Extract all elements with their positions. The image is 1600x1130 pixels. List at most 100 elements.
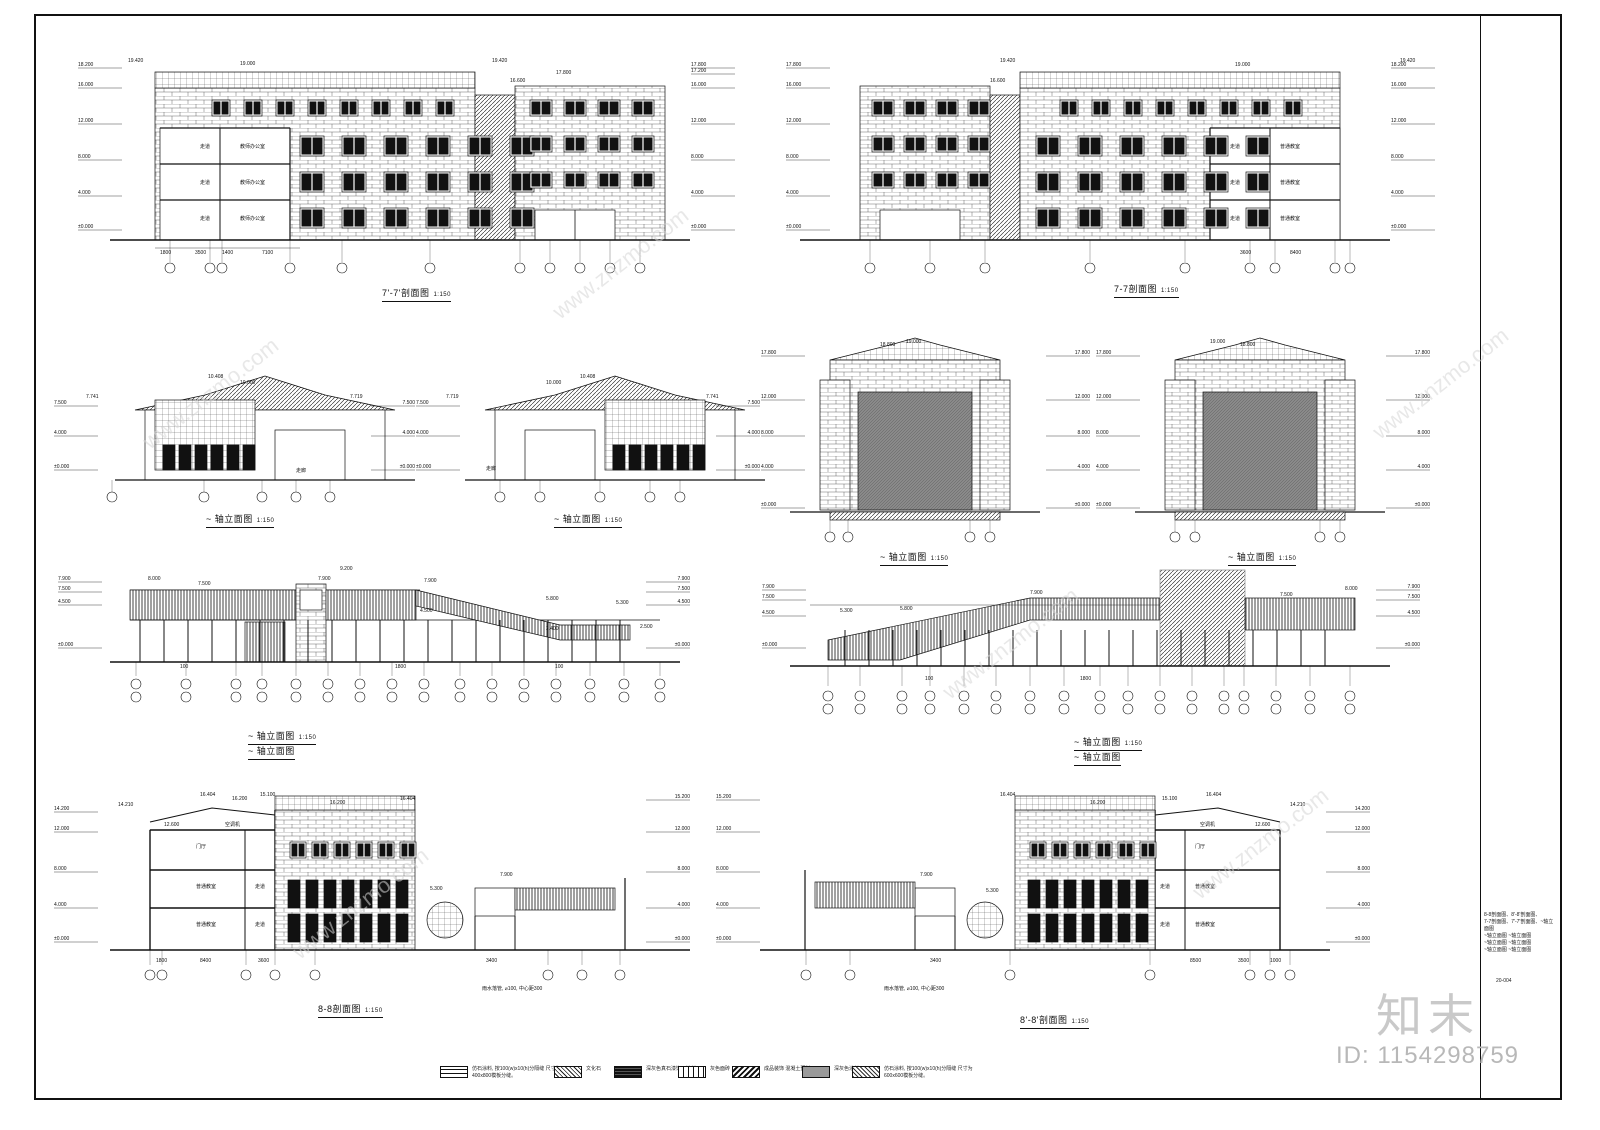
axis-bubble: [1264, 969, 1276, 981]
axis-bubble: [144, 969, 156, 981]
window-mullion: [521, 209, 523, 227]
axis-bubble: [1058, 703, 1070, 715]
dimension-label: 4.500: [420, 608, 433, 614]
axis-bubble: [284, 262, 296, 274]
dimension-label: 19.420: [492, 58, 508, 64]
window: [1099, 913, 1113, 943]
elevation-label: ±0.000: [786, 224, 801, 230]
axis-bubble: [204, 262, 216, 274]
window-mullion: [1173, 137, 1175, 155]
elevation-label: 14.200: [54, 806, 70, 812]
window-mullion: [946, 137, 948, 151]
window-mullion: [608, 137, 610, 151]
window-mullion: [341, 843, 343, 857]
axis-bubble: [544, 262, 556, 274]
plinth: [1174, 511, 1346, 521]
axis-bubble: [354, 678, 366, 690]
dimension-label: 9.200: [340, 566, 353, 572]
axis-bubble: [594, 491, 606, 503]
dimension-label: 19.000: [1210, 339, 1226, 345]
dimension-label: 7.719: [350, 394, 363, 400]
elevation-label: 17.800: [1075, 350, 1091, 356]
window: [194, 444, 208, 471]
dimension-label: 3400: [930, 958, 941, 964]
window: [377, 879, 391, 909]
axis-bubble: [958, 690, 970, 702]
axis-bubble: [454, 678, 466, 690]
elevation-label: 17.800: [691, 62, 707, 68]
room-label: 普通教室: [196, 921, 216, 928]
dimension-label: 14.210: [118, 802, 134, 808]
window: [1045, 879, 1059, 909]
axis-bubble: [106, 491, 118, 503]
axis-bubble: [1058, 690, 1070, 702]
dimension-label: 5.800: [546, 596, 559, 602]
axis-bubble: [896, 690, 908, 702]
entrance-door: [879, 209, 961, 241]
room-label: 普通教室: [1195, 883, 1215, 890]
window-mullion: [1215, 173, 1217, 191]
axis-bubble: [1122, 690, 1134, 702]
axis-bubble: [1344, 703, 1356, 715]
window-mullion: [363, 843, 365, 857]
dimension-label: 1800: [160, 250, 171, 256]
elevation-label: ±0.000: [58, 642, 73, 648]
window-mullion: [1100, 101, 1102, 115]
elevation-label: 4.000: [402, 430, 415, 436]
axis-bubble: [1329, 262, 1341, 274]
axis-bubble: [256, 491, 268, 503]
dimension-label: 8400: [200, 958, 211, 964]
elevation-label: ±0.000: [416, 464, 431, 470]
axis-bubble: [1094, 690, 1106, 702]
dimension-label: 7.900: [318, 576, 331, 582]
section-cut: [1209, 127, 1341, 241]
window: [1063, 879, 1077, 909]
elevation-label: 8.000: [716, 866, 729, 872]
window-mullion: [946, 101, 948, 115]
window-mullion: [395, 209, 397, 227]
axis-bubble: [1024, 703, 1036, 715]
elevation-label: ±0.000: [1405, 642, 1420, 648]
room-label: 普通教室: [1195, 921, 1215, 928]
dimension-label: 7.500: [1280, 592, 1293, 598]
elevation-label: 4.000: [1357, 902, 1370, 908]
dimension-label: 16.404: [400, 796, 416, 802]
elevation-label: 12.000: [78, 118, 94, 124]
window-mullion: [1260, 101, 1262, 115]
elevation-label: 7.900: [677, 576, 690, 582]
window-mullion: [395, 173, 397, 191]
bridge-box: [474, 887, 516, 917]
axis-bubble: [1122, 703, 1134, 715]
window: [1117, 879, 1131, 909]
roof-profile: [149, 807, 276, 823]
dimension-label: 7.900: [1030, 590, 1043, 596]
axis-bubble: [418, 678, 430, 690]
window-mullion: [608, 101, 610, 115]
window-mullion: [1131, 173, 1133, 191]
window: [1081, 879, 1095, 909]
legend-item: 深灰色真石漆饰面涂料: [614, 1066, 696, 1078]
axis-bubble: [822, 703, 834, 715]
window: [644, 444, 658, 471]
elevation-label: 12.000: [1415, 394, 1431, 400]
room-label: 走道: [255, 921, 265, 928]
legend-item: 文化石: [554, 1066, 601, 1078]
elevation-label: 8.000: [786, 154, 799, 160]
elevation-label: 16.000: [1391, 82, 1407, 88]
glass-curtain: [1202, 391, 1318, 511]
elevation-label: 8.000: [1077, 430, 1090, 436]
window-mullion: [978, 101, 980, 115]
elevation-label: ±0.000: [675, 936, 690, 942]
window-mullion: [882, 101, 884, 115]
window-mullion: [1131, 137, 1133, 155]
elevation-label: 7.500: [677, 586, 690, 592]
window: [242, 444, 256, 471]
bridge-deck: [514, 887, 616, 911]
window-mullion: [1292, 101, 1294, 115]
tower-window: [299, 589, 323, 611]
window: [323, 913, 337, 943]
elevation-label: ±0.000: [400, 464, 415, 470]
axis-bubble: [618, 678, 630, 690]
axis-bubble: [584, 691, 596, 703]
